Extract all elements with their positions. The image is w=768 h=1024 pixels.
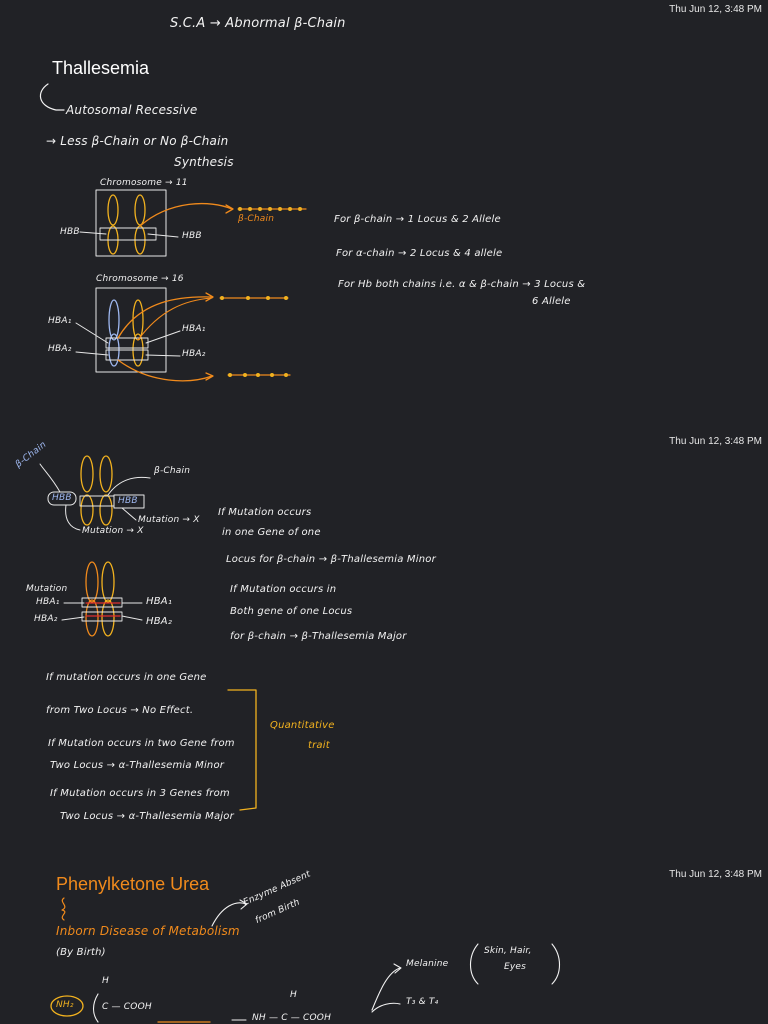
nh2-group: NH₂ [56,1000,74,1010]
amine-chain: NH — C — COOH [252,1013,332,1023]
alpha-hba1-right: HBA₁ [146,596,173,607]
alpha-hba1-left: HBA₁ [36,597,60,607]
less-beta-chain: → Less β-Chain or No β-Chain [46,134,229,148]
alpha-hba2-left: HBA₂ [34,614,58,624]
beta-rule-3: Locus for β-chain → β-Thallesemia Minor [226,554,436,565]
note-alpha-locus: For α-chain → 2 Locus & 4 allele [336,248,503,259]
timestamp-1: Thu Jun 12, 3:48 PM [669,4,762,15]
inborn-disease: Inborn Disease of Metabolism [56,924,240,938]
mutation-x-left: Mutation → X [82,526,144,536]
alpha-rule-3: If Mutation occurs in two Gene from [48,738,235,749]
alpha-rule-6: Two Locus → α-Thallesemia Major [60,811,234,822]
h-atom-top: H [102,976,109,986]
mutation-x-right: Mutation → X [138,515,200,525]
synthesis: Synthesis [174,155,234,169]
note-beta-locus: For β-chain → 1 Locus & 2 Allele [334,214,501,225]
timestamp-2: Thu Jun 12, 3:48 PM [669,436,762,447]
hba2-left-label: HBA₂ [48,344,72,354]
beta-rule-5: Both gene of one Locus [230,606,353,617]
hba1-left-label: HBA₁ [48,316,72,326]
autosomal-recessive: Autosomal Recessive [66,103,198,117]
carboxyl-chain: C — COOH [102,1002,152,1012]
alpha-rule-5: If Mutation occurs in 3 Genes from [50,788,230,799]
melanine: Melanine [406,959,449,969]
timestamp-3: Thu Jun 12, 3:48 PM [669,869,762,880]
hbb-box-right: HBB [118,496,138,506]
by-birth: (By Birth) [56,947,106,958]
page-title-thallesemia: Thallesemia [52,58,150,78]
h-atom-second: H [290,990,297,1000]
beta-chain-right: β-Chain [154,466,191,476]
alpha-rule-4: Two Locus → α-Thallesemia Minor [50,760,225,771]
top-note: S.C.A → Abnormal β-Chain [170,16,346,31]
hbb-box-left: HBB [52,493,72,503]
page-title-phenylketone: Phenylketone Urea [56,874,210,894]
hba2-right-label: HBA₂ [182,349,206,359]
hbb-right-label: HBB [182,231,202,241]
eyes: Eyes [504,962,527,972]
quantitative-label: Quantitative [270,720,335,731]
chromosome-11-label: Chromosome → 11 [100,178,188,188]
beta-chain-label: β-Chain [238,214,275,224]
hbb-left-label: HBB [60,227,80,237]
chromosome-16-label: Chromosome → 16 [96,274,184,284]
note-both-chains: For Hb both chains i.e. α & β-chain → 3 … [338,279,586,290]
beta-rule-4: If Mutation occurs in [230,584,337,595]
alpha-rule-2: from Two Locus → No Effect. [46,705,194,716]
alpha-rule-1: If mutation occurs in one Gene [46,672,207,683]
trait-label: trait [308,740,330,751]
alpha-hba2-right: HBA₂ [146,616,173,627]
t3-t4: T₃ & T₄ [406,997,439,1007]
skin-hair: Skin, Hair, [484,946,532,956]
hba1-right-label: HBA₁ [182,324,206,334]
beta-rule-6: for β-chain → β-Thallesemia Major [230,631,407,642]
beta-rule-1: If Mutation occurs [218,507,312,518]
mutation-label: Mutation [26,584,68,594]
beta-rule-2: in one Gene of one [222,527,321,538]
note-six-allele: 6 Allele [532,296,571,307]
